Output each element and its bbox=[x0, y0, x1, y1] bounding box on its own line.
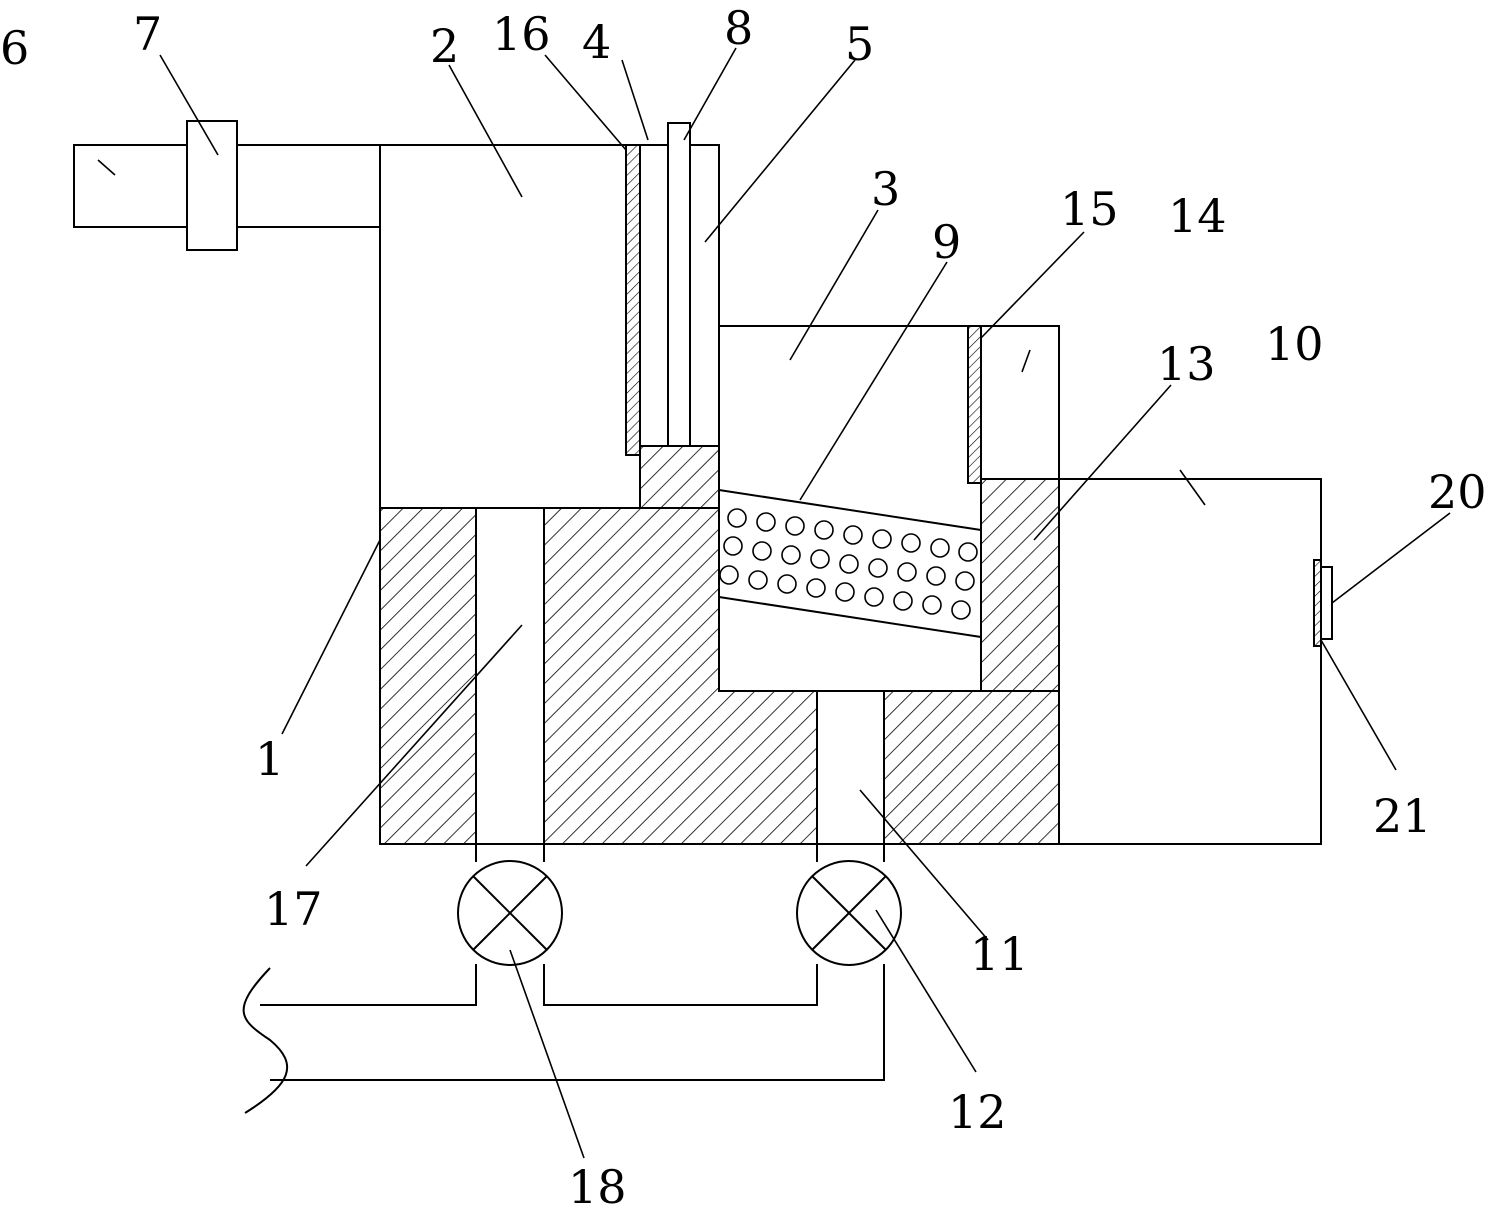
label-8: 8 bbox=[724, 1, 753, 55]
label-7: 7 bbox=[133, 7, 162, 61]
label-4: 4 bbox=[582, 15, 611, 69]
drain-pipe-12 bbox=[270, 964, 885, 1081]
seal-block bbox=[639, 445, 720, 509]
drain-channel-17 bbox=[475, 507, 545, 845]
label-6: 6 bbox=[0, 21, 29, 75]
base-left bbox=[379, 507, 477, 845]
filter-balls bbox=[719, 508, 978, 620]
drain-channel-11 bbox=[816, 690, 885, 845]
label-17: 17 bbox=[264, 882, 323, 936]
filter-media bbox=[718, 489, 982, 638]
label-13: 13 bbox=[1157, 337, 1216, 391]
label-14: 14 bbox=[1168, 189, 1227, 243]
label-18: 18 bbox=[568, 1160, 627, 1207]
sensor-20 bbox=[1320, 566, 1333, 640]
label-15: 15 bbox=[1060, 182, 1119, 236]
plate-16 bbox=[625, 144, 641, 456]
label-1: 1 bbox=[255, 732, 284, 786]
label-2: 2 bbox=[430, 19, 459, 73]
sensor-21 bbox=[1313, 559, 1322, 647]
label-10: 10 bbox=[1265, 317, 1324, 371]
plate-15 bbox=[967, 325, 982, 484]
label-11: 11 bbox=[970, 927, 1029, 981]
inlet-valve bbox=[186, 120, 238, 251]
valve-18 bbox=[457, 860, 563, 966]
tank-10 bbox=[1059, 478, 1322, 845]
block-13 bbox=[980, 478, 1060, 692]
label-3: 3 bbox=[871, 162, 900, 216]
leader-lines bbox=[97, 47, 1451, 1159]
label-12: 12 bbox=[948, 1085, 1007, 1139]
label-9: 9 bbox=[932, 215, 961, 269]
break-line bbox=[242, 967, 289, 1114]
label-16: 16 bbox=[492, 7, 551, 61]
rod-8 bbox=[667, 122, 691, 447]
label-20: 20 bbox=[1428, 465, 1487, 519]
valve-12 bbox=[796, 860, 902, 966]
label-5: 5 bbox=[845, 17, 874, 71]
label-21: 21 bbox=[1373, 789, 1432, 843]
drain-pipe-18 bbox=[260, 844, 885, 1006]
base-right bbox=[883, 690, 1060, 845]
